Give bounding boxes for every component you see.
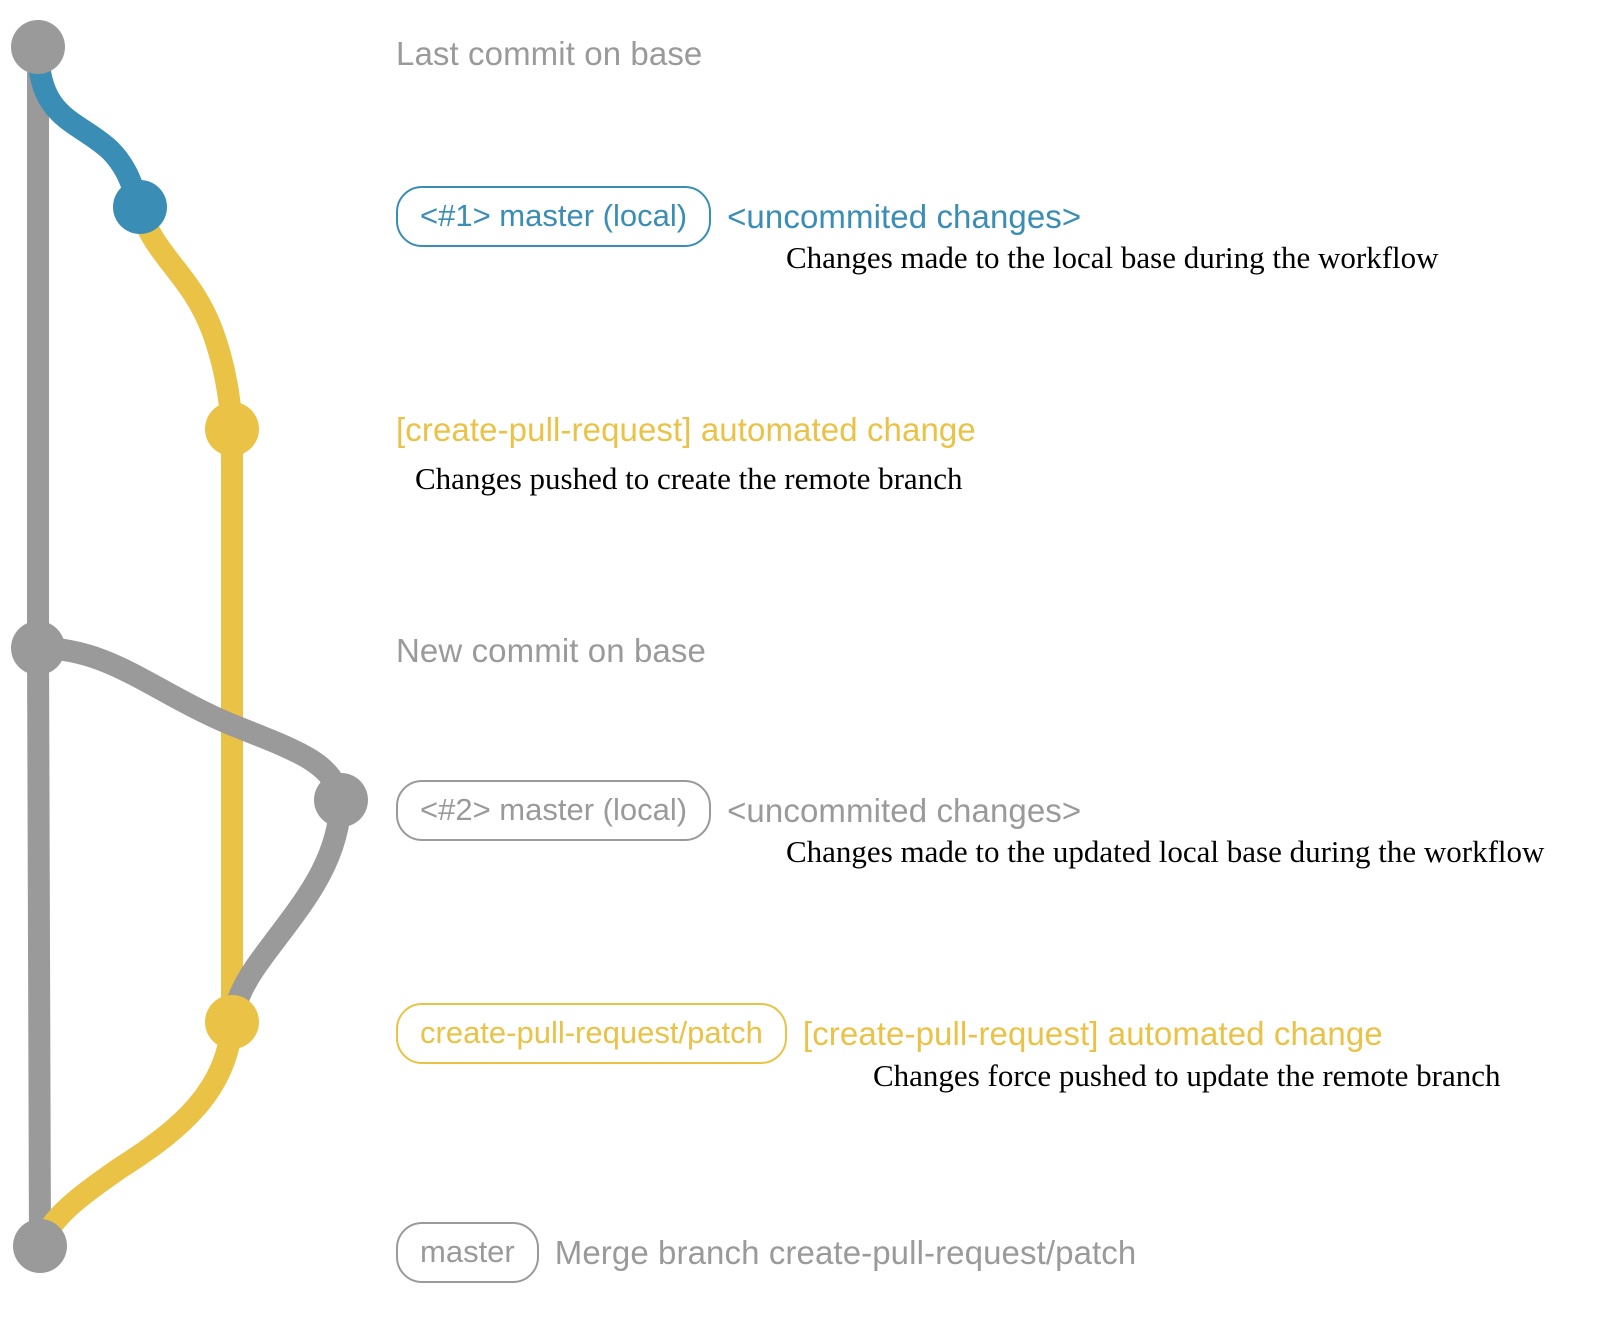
branch-badge-master-local-1[interactable]: <#1> master (local) (396, 186, 712, 247)
commit-subject-last-commit-on-base: Last commit on base (396, 35, 703, 72)
commit-subject-merge-commit: Merge branch create-pull-request/patch (554, 1233, 1137, 1271)
commit-description-master-local-2: Changes made to the updated local base d… (786, 834, 1545, 869)
entry-row-automated-change-2: create-pull-request/patch [create-pull-r… (396, 1003, 1383, 1064)
entry-row-master-local-1: <#1> master (local) <uncommited changes> (396, 186, 1081, 247)
commit-description-master-local-1: Changes made to the local base during th… (786, 240, 1439, 275)
commit-node-local-1[interactable] (113, 180, 167, 234)
local-branch-2-line (27, 637, 352, 811)
branch-badge-create-pull-request-patch[interactable]: create-pull-request/patch (396, 1003, 787, 1064)
commit-node-base-top[interactable] (11, 20, 65, 74)
commit-subject-automated-change-1: [create-pull-request] automated change (396, 411, 976, 448)
commit-description-automated-change-2: Changes force pushed to update the remot… (873, 1058, 1501, 1093)
commit-description-automated-change-1: Changes pushed to create the remote bran… (415, 461, 963, 496)
branch-badge-master[interactable]: master (396, 1222, 539, 1283)
branch-badge-master-local-2[interactable]: <#2> master (local) (396, 780, 712, 841)
commit-node-base-new[interactable] (11, 621, 65, 675)
entry-row-merge-commit: master Merge branch create-pull-request/… (396, 1222, 1136, 1283)
commit-subject-automated-change-2: [create-pull-request] automated change (802, 1014, 1383, 1052)
commit-subject-master-local-2: <uncommited changes> (727, 791, 1082, 829)
commit-node-merge[interactable] (13, 1219, 67, 1273)
commit-subject-new-commit-on-base: New commit on base (396, 632, 706, 669)
commit-subject-master-local-1: <uncommited changes> (727, 197, 1082, 235)
commit-node-local-2[interactable] (314, 773, 368, 827)
entry-row-automated-change-1: [create-pull-request] automated change (396, 411, 976, 449)
patch-1-connector-line (129, 196, 243, 440)
commit-node-patch-2[interactable] (205, 995, 259, 1049)
commit-node-patch-1[interactable] (205, 402, 259, 456)
merge-connector-line (29, 1011, 243, 1257)
entry-row-master-local-2: <#2> master (local) <uncommited changes> (396, 780, 1081, 841)
